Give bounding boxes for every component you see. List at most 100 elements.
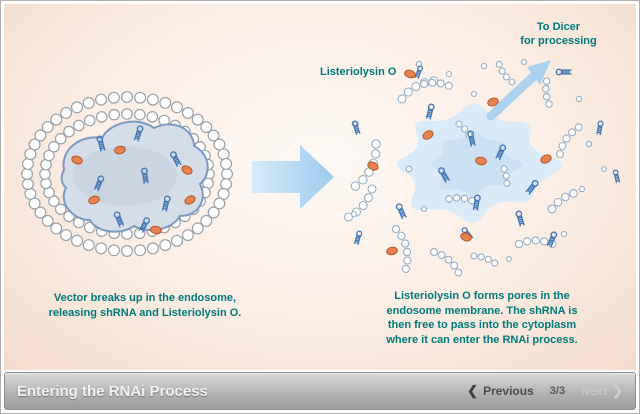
membrane-lipid-circle — [397, 231, 406, 240]
membrane-lipid-circle — [70, 101, 83, 114]
membrane-lipid-circle — [460, 125, 469, 133]
membrane-lipid-circle — [403, 87, 413, 97]
page-title: Entering the RNAi Process — [17, 382, 208, 400]
membrane-lipid-circle — [213, 197, 226, 210]
membrane-lipid-circle — [367, 184, 377, 194]
burst-endosome-diagram — [343, 59, 622, 277]
membrane-lipid-circle — [542, 92, 551, 101]
membrane-lipid-circle — [437, 251, 446, 260]
membrane-lipid-circle — [48, 195, 60, 207]
membrane-lipid-circle — [452, 194, 461, 202]
membrane-lipid-circle — [400, 239, 410, 248]
membrane-lipid-circle — [41, 121, 54, 134]
membrane-lipid-circle — [503, 179, 511, 187]
membrane-lipid-circle — [343, 212, 354, 222]
membrane-lipid-circle — [502, 172, 510, 180]
previous-button[interactable]: ❮ Previous — [467, 383, 534, 399]
membrane-lipid-circle — [601, 166, 607, 172]
membrane-lipid-circle — [545, 100, 553, 108]
membrane-lipid-circle — [40, 177, 52, 190]
membrane-lipid-circle — [181, 106, 194, 119]
membrane-lipid-circle — [207, 129, 220, 142]
membrane-lipid-circle — [107, 91, 120, 104]
membrane-lipid-circle — [350, 181, 361, 191]
membrane-lipid-circle — [444, 255, 453, 264]
membrane-lipid-circle — [454, 268, 463, 277]
membrane-lipid-circle — [24, 187, 37, 200]
membrane-lipid-circle — [402, 247, 412, 257]
shrna-hairpin-icon — [424, 102, 436, 121]
previous-label: Previous — [483, 384, 534, 398]
membrane-lipid-circle — [21, 157, 34, 170]
membrane-lipid-circle — [405, 165, 413, 173]
membrane-lipid-circle — [108, 108, 120, 121]
membrane-lipid-circle — [568, 128, 577, 137]
membrane-lipid-circle — [134, 108, 146, 121]
membrane-lipid-circle — [70, 234, 83, 247]
membrane-lipid-circle — [95, 242, 108, 255]
listeriolysin-blob-icon — [459, 231, 473, 243]
membrane-lipid-circle — [34, 206, 47, 219]
membrane-lipid-circle — [60, 106, 73, 119]
membrane-lipid-circle — [191, 222, 204, 235]
membrane-lipid-circle — [495, 60, 503, 68]
membrane-lipid-circle — [500, 165, 508, 173]
membrane-lipid-circle — [107, 244, 120, 257]
membrane-lipid-circle — [171, 234, 184, 247]
membrane-lipid-circle — [477, 253, 485, 261]
membrane-lipid-circle — [146, 111, 159, 123]
membrane-lipid-circle — [444, 81, 453, 90]
membrane-lipid-circle — [470, 252, 478, 260]
next-chevron-icon: ❯ — [612, 383, 623, 398]
membrane-lipid-circle — [217, 148, 230, 161]
endosome-membrane-outer-ring — [21, 90, 234, 258]
footer-bar: Entering the RNAi Process ❮ Previous 3/3… — [4, 372, 636, 410]
membrane-lipid-circle — [207, 206, 220, 219]
membrane-lipid-circle — [428, 78, 437, 87]
membrane-lipid-circle — [445, 195, 453, 203]
membrane-lipid-circle — [542, 85, 550, 93]
dicer-arrow-head — [527, 60, 551, 85]
shrna-hairpin-icon — [514, 209, 526, 228]
membrane-lipid-circle — [220, 178, 233, 191]
membrane-lipid-circle — [221, 168, 234, 181]
shrna-hairpin-icon — [394, 202, 408, 220]
membrane-lipid-circle — [73, 119, 85, 132]
membrane-lipid-circle — [420, 205, 428, 213]
listeriolysin-blob-icon — [385, 245, 399, 257]
membrane-lipid-circle — [569, 189, 578, 198]
membrane-lipid-circle — [146, 242, 159, 255]
membrane-lipid-circle — [484, 255, 492, 263]
membrane-lipid-circle — [455, 120, 463, 128]
membrane-lipid-circle — [350, 210, 358, 218]
membrane-lipid-circle — [470, 90, 478, 98]
membrane-lipid-circle — [54, 203, 67, 216]
membrane-lipid-circle — [502, 73, 511, 81]
membrane-lipid-circle — [21, 178, 34, 191]
membrane-lipid-circle — [28, 138, 41, 151]
membrane-lipid-circle — [95, 111, 108, 123]
membrane-lipid-circle — [585, 140, 593, 148]
membrane-lipid-circle — [562, 134, 571, 143]
membrane-lipid-circle — [506, 256, 512, 262]
membrane-lipid-circle — [542, 77, 551, 85]
membrane-lipid-circle — [181, 229, 194, 242]
membrane-lipid-circle — [508, 78, 516, 86]
next-button[interactable]: Next ❯ — [581, 383, 623, 399]
membrane-lipid-circle — [450, 261, 459, 270]
membrane-lipid-circle — [403, 256, 412, 265]
membrane-lipid-circle — [575, 95, 583, 103]
membrane-lipid-circle — [50, 113, 63, 126]
membrane-lipid-circle — [540, 237, 549, 246]
membrane-lipid-circle — [401, 264, 411, 274]
membrane-lipid-circle — [574, 123, 583, 132]
membrane-lipid-circle — [547, 204, 557, 214]
shrna-hairpin-icon — [612, 169, 622, 184]
membrane-lipid-circle — [120, 245, 133, 258]
membrane-lipid-circle — [531, 236, 540, 245]
endosome-interior-shading — [73, 146, 177, 206]
membrane-lipid-circle — [370, 149, 381, 159]
membrane-lipid-circle — [371, 139, 381, 149]
membrane-lipid-circle — [358, 200, 368, 211]
membrane-lipid-circle — [63, 125, 75, 138]
